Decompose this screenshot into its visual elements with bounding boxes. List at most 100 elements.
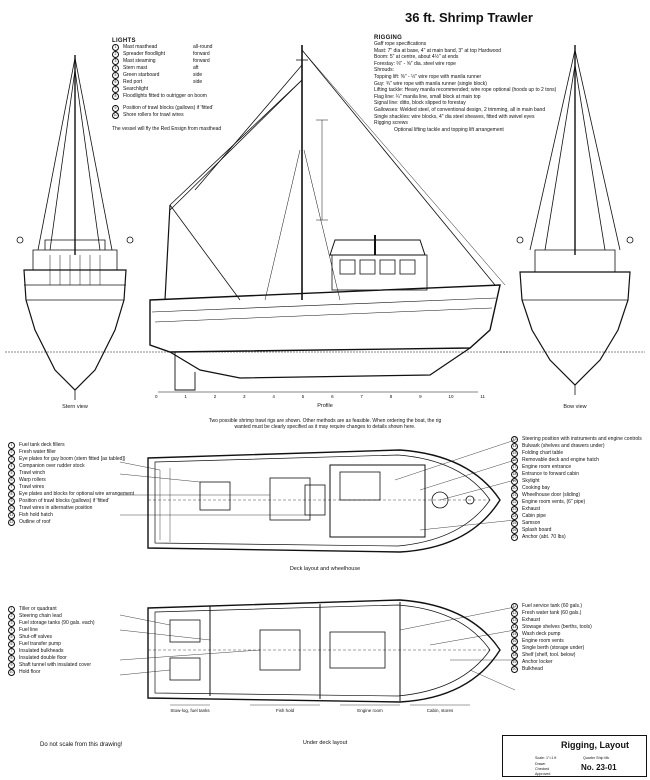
deck-caption: Deck layout and wheelhouse: [289, 566, 361, 572]
rigging-item: Shrouds:: [374, 67, 395, 74]
stern-view-drawing: [5, 55, 140, 400]
rigging-item: Lifting tackle: Heavy manila recommended…: [374, 87, 557, 94]
do-not-scale-note: Do not scale from this drawing!: [40, 742, 123, 748]
quarter-label: Quarter Ship Mk: [583, 756, 610, 760]
profile-drawing: [140, 45, 510, 393]
bow-view-caption: Bow view: [563, 404, 587, 410]
checked-label: Checked: [535, 767, 550, 771]
deck-layout-drawing: [119, 439, 516, 553]
rigging-item: Forestay: ⅔" - ⅝" dia. steel wire rope: [374, 60, 456, 67]
rigging-item: Topping lift: ⅜" - ½" wire rope with man…: [374, 73, 482, 80]
profile-caption: Profile: [317, 403, 333, 409]
under-label-fish-hold: Fish hold: [275, 708, 295, 713]
under-label-engine: Engine room: [357, 708, 383, 713]
drawing-number: No. 23-01: [581, 763, 617, 772]
approved-label: Approved: [535, 772, 551, 776]
bow-view-drawing: [500, 45, 645, 395]
rigging-item: Flag line: ¼" manila line, small block a…: [374, 93, 481, 100]
drawing-title: 36 ft. Shrimp Trawler: [405, 10, 533, 25]
rigging-item: Gallowses: Welded steel, of conventional…: [374, 106, 546, 113]
rigging-item: Rigging screws: [374, 120, 408, 127]
rigging-item: Mast: 7" dia at base, 4" at main band, 3…: [374, 47, 502, 54]
rigging-item: Gaff rope specifications: [374, 41, 427, 47]
rigging-item: Optional lifting tackle and topping lift…: [394, 126, 504, 133]
rigging-item: Guy: ¾" wire rope with manila runner (si…: [374, 80, 487, 87]
rigging-item: Boom: 5" at centre, about 4½" at ends: [374, 54, 459, 61]
under-deck-drawing: [119, 599, 516, 706]
rigging-item: Signal line: ditto, block slipped to for…: [374, 100, 466, 107]
stern-view-caption: Stern view: [62, 404, 88, 410]
rigging-list: Gaff rope specifications Mast: 7" dia at…: [374, 41, 639, 133]
rig-note: Two possible shrimp trawl rigs are shown…: [208, 418, 442, 431]
rigging-heading: RIGGING: [374, 35, 403, 41]
scale-label: Scale: 1"=1 ft: [535, 756, 557, 760]
red-ensign-note: The vessel will fly the Red Ensign from …: [112, 126, 222, 132]
lights-heading: LIGHTS: [112, 38, 136, 44]
under-label-cabin: Cabin, stores: [426, 708, 454, 713]
under-deck-caption: Under deck layout: [302, 740, 348, 746]
rigging-item: Single shackles: wire blocks, 4" dia ste…: [374, 113, 535, 120]
title-block: Rigging, Layout Scale: 1"=1 ft Drawn Che…: [502, 735, 647, 777]
sheet-title: Rigging, Layout: [561, 740, 629, 750]
